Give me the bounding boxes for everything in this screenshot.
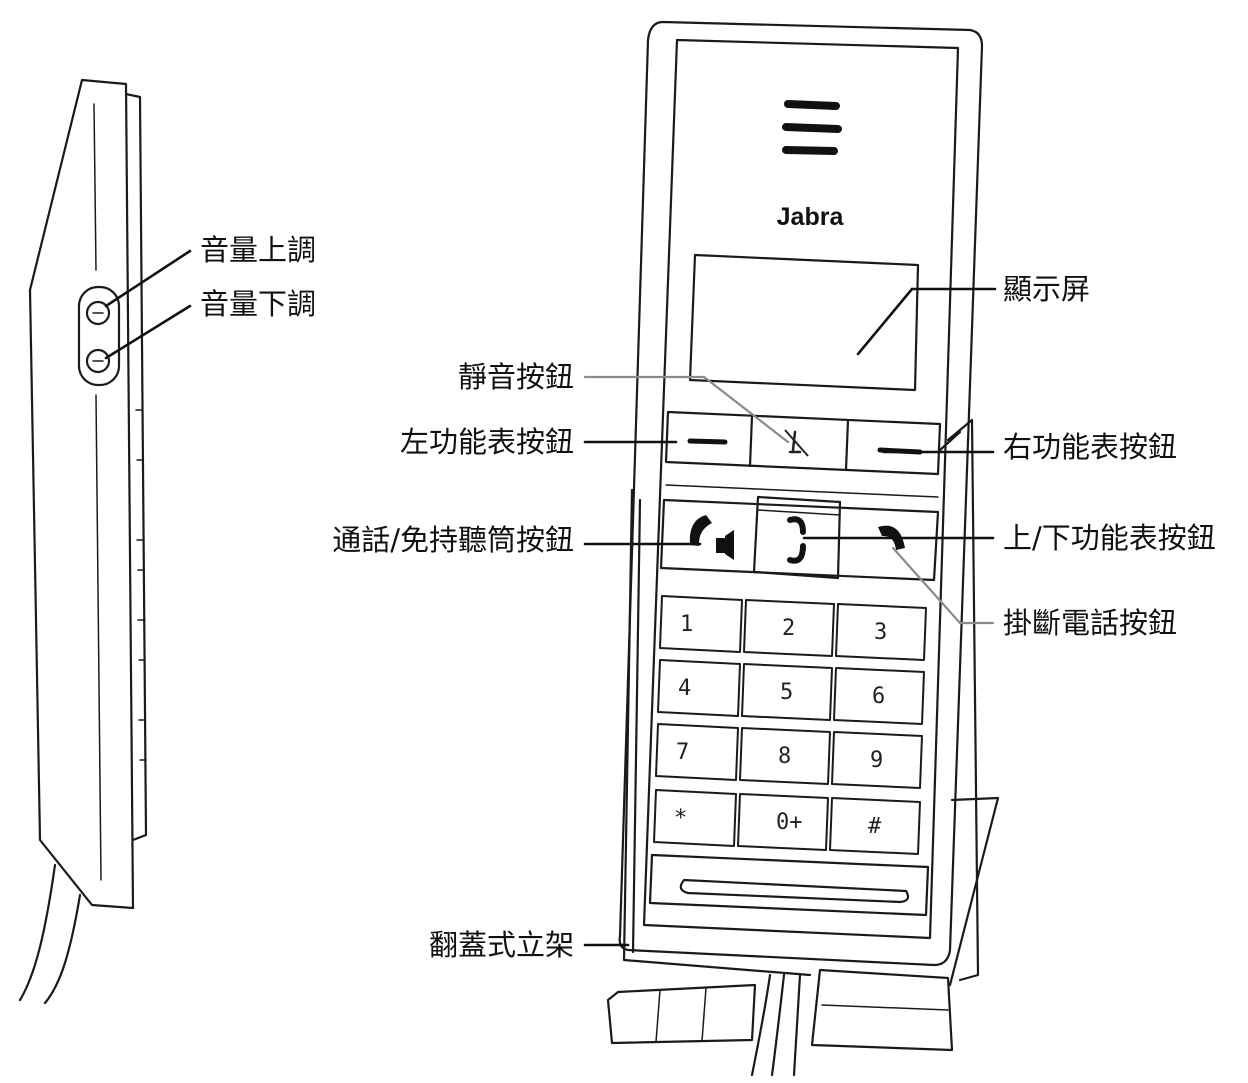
- label-right-menu: 右功能表按鈕: [1003, 430, 1178, 464]
- keypad-key: 1: [659, 595, 743, 653]
- keypad-key: 8: [739, 727, 831, 785]
- keypad-key: 6: [833, 667, 925, 725]
- label-display: 顯示屏: [1003, 272, 1091, 306]
- keypad-key-label: 2: [782, 616, 795, 641]
- label-flip-stand: 翻蓋式立架: [428, 928, 574, 962]
- keypad-key-label: 4: [678, 676, 691, 701]
- keypad-key-label: 8: [778, 744, 791, 769]
- label-volume-down: 音量下調: [200, 287, 317, 321]
- brand-logo: Jabra: [777, 203, 845, 231]
- soft-key-row: [664, 410, 942, 476]
- keypad-key-label: 9: [870, 748, 883, 773]
- front-view-handset: Jabra: [618, 20, 984, 967]
- label-volume-up: 音量上調: [200, 233, 317, 267]
- label-mute: 靜音按鈕: [457, 360, 574, 394]
- volume-up-button: [85, 300, 111, 326]
- keypad-key: *: [653, 789, 737, 847]
- keypad-key-label: 5: [780, 680, 793, 705]
- keypad-key: #: [829, 797, 921, 855]
- keypad-key-label: #: [868, 814, 882, 839]
- keypad-key-label: 7: [676, 740, 689, 765]
- leader-volume-down: [104, 304, 192, 360]
- mute-key: [784, 429, 809, 457]
- keypad-key: 5: [741, 663, 833, 721]
- earpiece-grille: [782, 100, 842, 155]
- keypad: 1 2 3 4 5 6 7 8 9 * 0+ #: [653, 595, 927, 855]
- leader-hang-up-b: [891, 546, 962, 625]
- keypad-key: 7: [655, 723, 739, 781]
- left-soft-key: [687, 438, 728, 445]
- microphone-slot: [679, 878, 910, 904]
- side-view-handset: [18, 78, 148, 1005]
- call-speaker-key: [689, 515, 734, 560]
- label-left-menu: 左功能表按鈕: [399, 425, 574, 459]
- keypad-key: 2: [743, 599, 835, 657]
- keypad-key: 0+: [737, 793, 829, 851]
- keypad-key: 3: [835, 603, 927, 661]
- keypad-key: 9: [831, 731, 923, 789]
- volume-down-button: [85, 348, 111, 374]
- keypad-key-label: 1: [680, 612, 693, 637]
- keypad-key-label: 0+: [776, 810, 803, 835]
- label-up-down-menu: 上/下功能表按鈕: [1003, 521, 1216, 555]
- leader-lines: [104, 249, 997, 947]
- leader-display-b: [856, 287, 914, 356]
- label-call-speaker: 通話/免持聽筒按鈕: [332, 523, 574, 557]
- leader-mute-b: [702, 375, 790, 444]
- up-down-nav-key: [752, 495, 842, 580]
- leader-volume-up: [104, 249, 192, 308]
- keypad-key: 4: [657, 659, 741, 717]
- keypad-key-label: *: [674, 806, 687, 831]
- display-screen: [688, 253, 920, 392]
- label-hang-up: 掛斷電話按鈕: [1003, 606, 1178, 640]
- keypad-key-label: 3: [874, 620, 887, 645]
- keypad-key-label: 6: [872, 684, 885, 709]
